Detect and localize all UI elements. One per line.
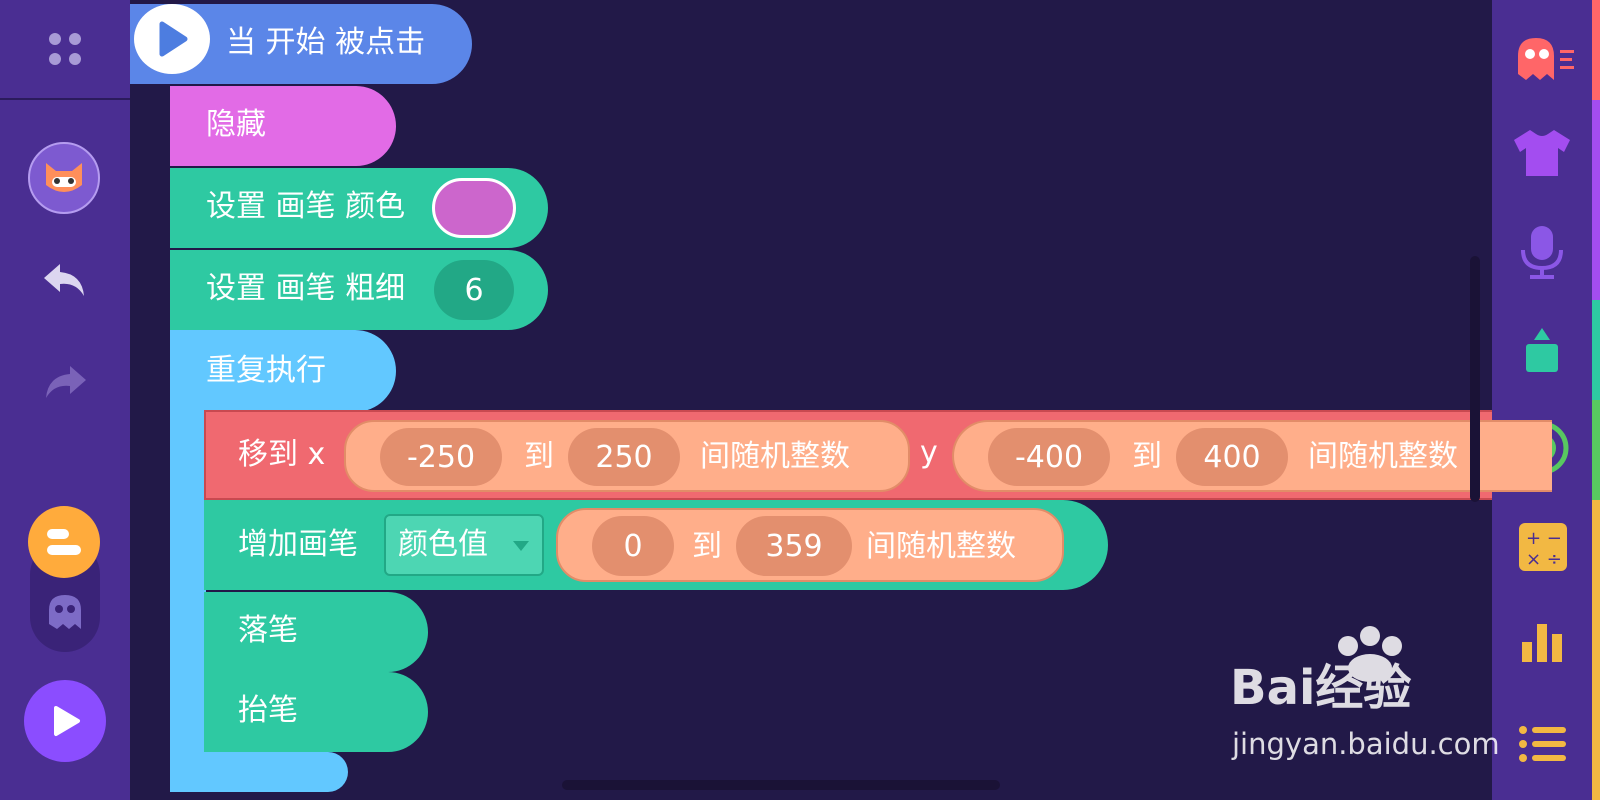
hue-random-reporter[interactable]: 0 到 359 间随机整数 bbox=[556, 508, 1064, 582]
hue-to-label: 到 bbox=[692, 529, 722, 564]
start-flag-button[interactable] bbox=[134, 4, 210, 74]
chevron-down-icon bbox=[513, 541, 529, 551]
right-sidebar bbox=[1492, 0, 1600, 800]
y-random-reporter[interactable]: -400 到 400 间随机整数 bbox=[952, 420, 1552, 492]
play-icon bbox=[54, 706, 80, 736]
y-from-input[interactable]: -400 bbox=[988, 428, 1110, 486]
ghost-sprite-icon[interactable] bbox=[46, 592, 84, 632]
x-to-input[interactable]: 250 bbox=[568, 428, 680, 486]
hide-block[interactable]: 隐藏 bbox=[170, 86, 396, 166]
x-to-label: 到 bbox=[524, 439, 554, 474]
sound-category-icon[interactable] bbox=[1518, 224, 1566, 280]
stripe-pen bbox=[1592, 300, 1600, 400]
play-icon bbox=[159, 21, 188, 57]
pen-up-block[interactable]: 抬笔 bbox=[204, 672, 428, 752]
repeat-block[interactable]: 重复执行 bbox=[170, 330, 396, 412]
hue-to-input[interactable]: 359 bbox=[736, 516, 852, 576]
cat-face-icon bbox=[46, 163, 82, 192]
set-pen-size-block[interactable]: 设置 画笔 粗细 6 bbox=[170, 250, 548, 330]
repeat-label: 重复执行 bbox=[206, 353, 326, 388]
move-to-label: 移到 x bbox=[238, 437, 326, 472]
blocks-icon bbox=[47, 529, 81, 555]
y-label: y bbox=[920, 435, 938, 470]
blocks-category-button[interactable] bbox=[28, 506, 100, 578]
operators-category-icon[interactable]: + −× ÷ bbox=[1518, 522, 1568, 572]
vertical-scrollbar[interactable] bbox=[1470, 256, 1480, 502]
x-random-reporter[interactable]: -250 到 250 间随机整数 bbox=[344, 420, 910, 492]
redo-icon[interactable] bbox=[42, 362, 88, 402]
pen-down-label: 落笔 bbox=[238, 613, 298, 648]
looks-category-icon[interactable] bbox=[1512, 128, 1572, 178]
pen-size-input[interactable]: 6 bbox=[434, 260, 514, 320]
motion-category-icon[interactable] bbox=[1516, 36, 1576, 82]
stripe-motion bbox=[1592, 0, 1600, 100]
run-button[interactable] bbox=[24, 680, 106, 762]
left-sidebar bbox=[0, 0, 130, 800]
y-to-input[interactable]: 400 bbox=[1176, 428, 1288, 486]
watermark-url: jingyan.baidu.com bbox=[1232, 727, 1500, 761]
undo-icon[interactable] bbox=[42, 260, 88, 300]
x-random-label: 间随机整数 bbox=[700, 439, 850, 474]
change-pen-label: 增加画笔 bbox=[238, 527, 358, 562]
x-from-input[interactable]: -250 bbox=[380, 428, 502, 486]
pen-param-dropdown[interactable]: 颜色值 bbox=[384, 514, 544, 576]
pen-color-swatch[interactable] bbox=[432, 178, 516, 238]
watermark-brand: Bai经验 bbox=[1230, 660, 1412, 716]
list-category-icon[interactable] bbox=[1518, 724, 1568, 764]
repeat-block-footer[interactable] bbox=[170, 752, 348, 792]
pen-param-value: 颜色值 bbox=[398, 527, 488, 562]
stripe-looks bbox=[1592, 100, 1600, 300]
change-pen-block[interactable]: 增加画笔 颜色值 0 到 359 间随机整数 bbox=[204, 500, 1108, 590]
hat-label: 当 开始 被点击 bbox=[226, 25, 426, 60]
left-top-bar bbox=[0, 0, 130, 100]
pen-category-icon[interactable] bbox=[1524, 326, 1560, 374]
baidu-watermark: Bai经验 jingyan.baidu.com bbox=[1230, 624, 1520, 764]
paw-logo-icon bbox=[1338, 626, 1402, 682]
y-to-label: 到 bbox=[1132, 439, 1162, 474]
hue-random-label: 间随机整数 bbox=[866, 529, 1016, 564]
move-to-block[interactable]: 移到 x -250 到 250 间随机整数 y -400 到 400 间随机整数 bbox=[204, 410, 1552, 500]
hue-from-input[interactable]: 0 bbox=[592, 516, 674, 576]
y-random-label: 间随机整数 bbox=[1308, 439, 1458, 474]
stripe-operators bbox=[1592, 500, 1600, 800]
horizontal-scrollbar[interactable] bbox=[562, 780, 1000, 790]
set-pen-size-label: 设置 画笔 粗细 bbox=[206, 271, 406, 306]
stripe-events bbox=[1592, 400, 1600, 500]
svg-text:× ÷: × ÷ bbox=[1526, 549, 1562, 570]
set-pen-color-label: 设置 画笔 颜色 bbox=[206, 189, 406, 224]
grid-menu-icon[interactable] bbox=[46, 30, 86, 70]
hide-label: 隐藏 bbox=[206, 107, 266, 142]
pen-up-label: 抬笔 bbox=[238, 693, 298, 728]
svg-text:+ −: + − bbox=[1526, 528, 1562, 549]
pen-down-block[interactable]: 落笔 bbox=[204, 592, 428, 672]
data-category-icon[interactable] bbox=[1520, 620, 1564, 664]
set-pen-color-block[interactable]: 设置 画笔 颜色 bbox=[170, 168, 548, 248]
sprite-avatar[interactable] bbox=[28, 142, 100, 214]
